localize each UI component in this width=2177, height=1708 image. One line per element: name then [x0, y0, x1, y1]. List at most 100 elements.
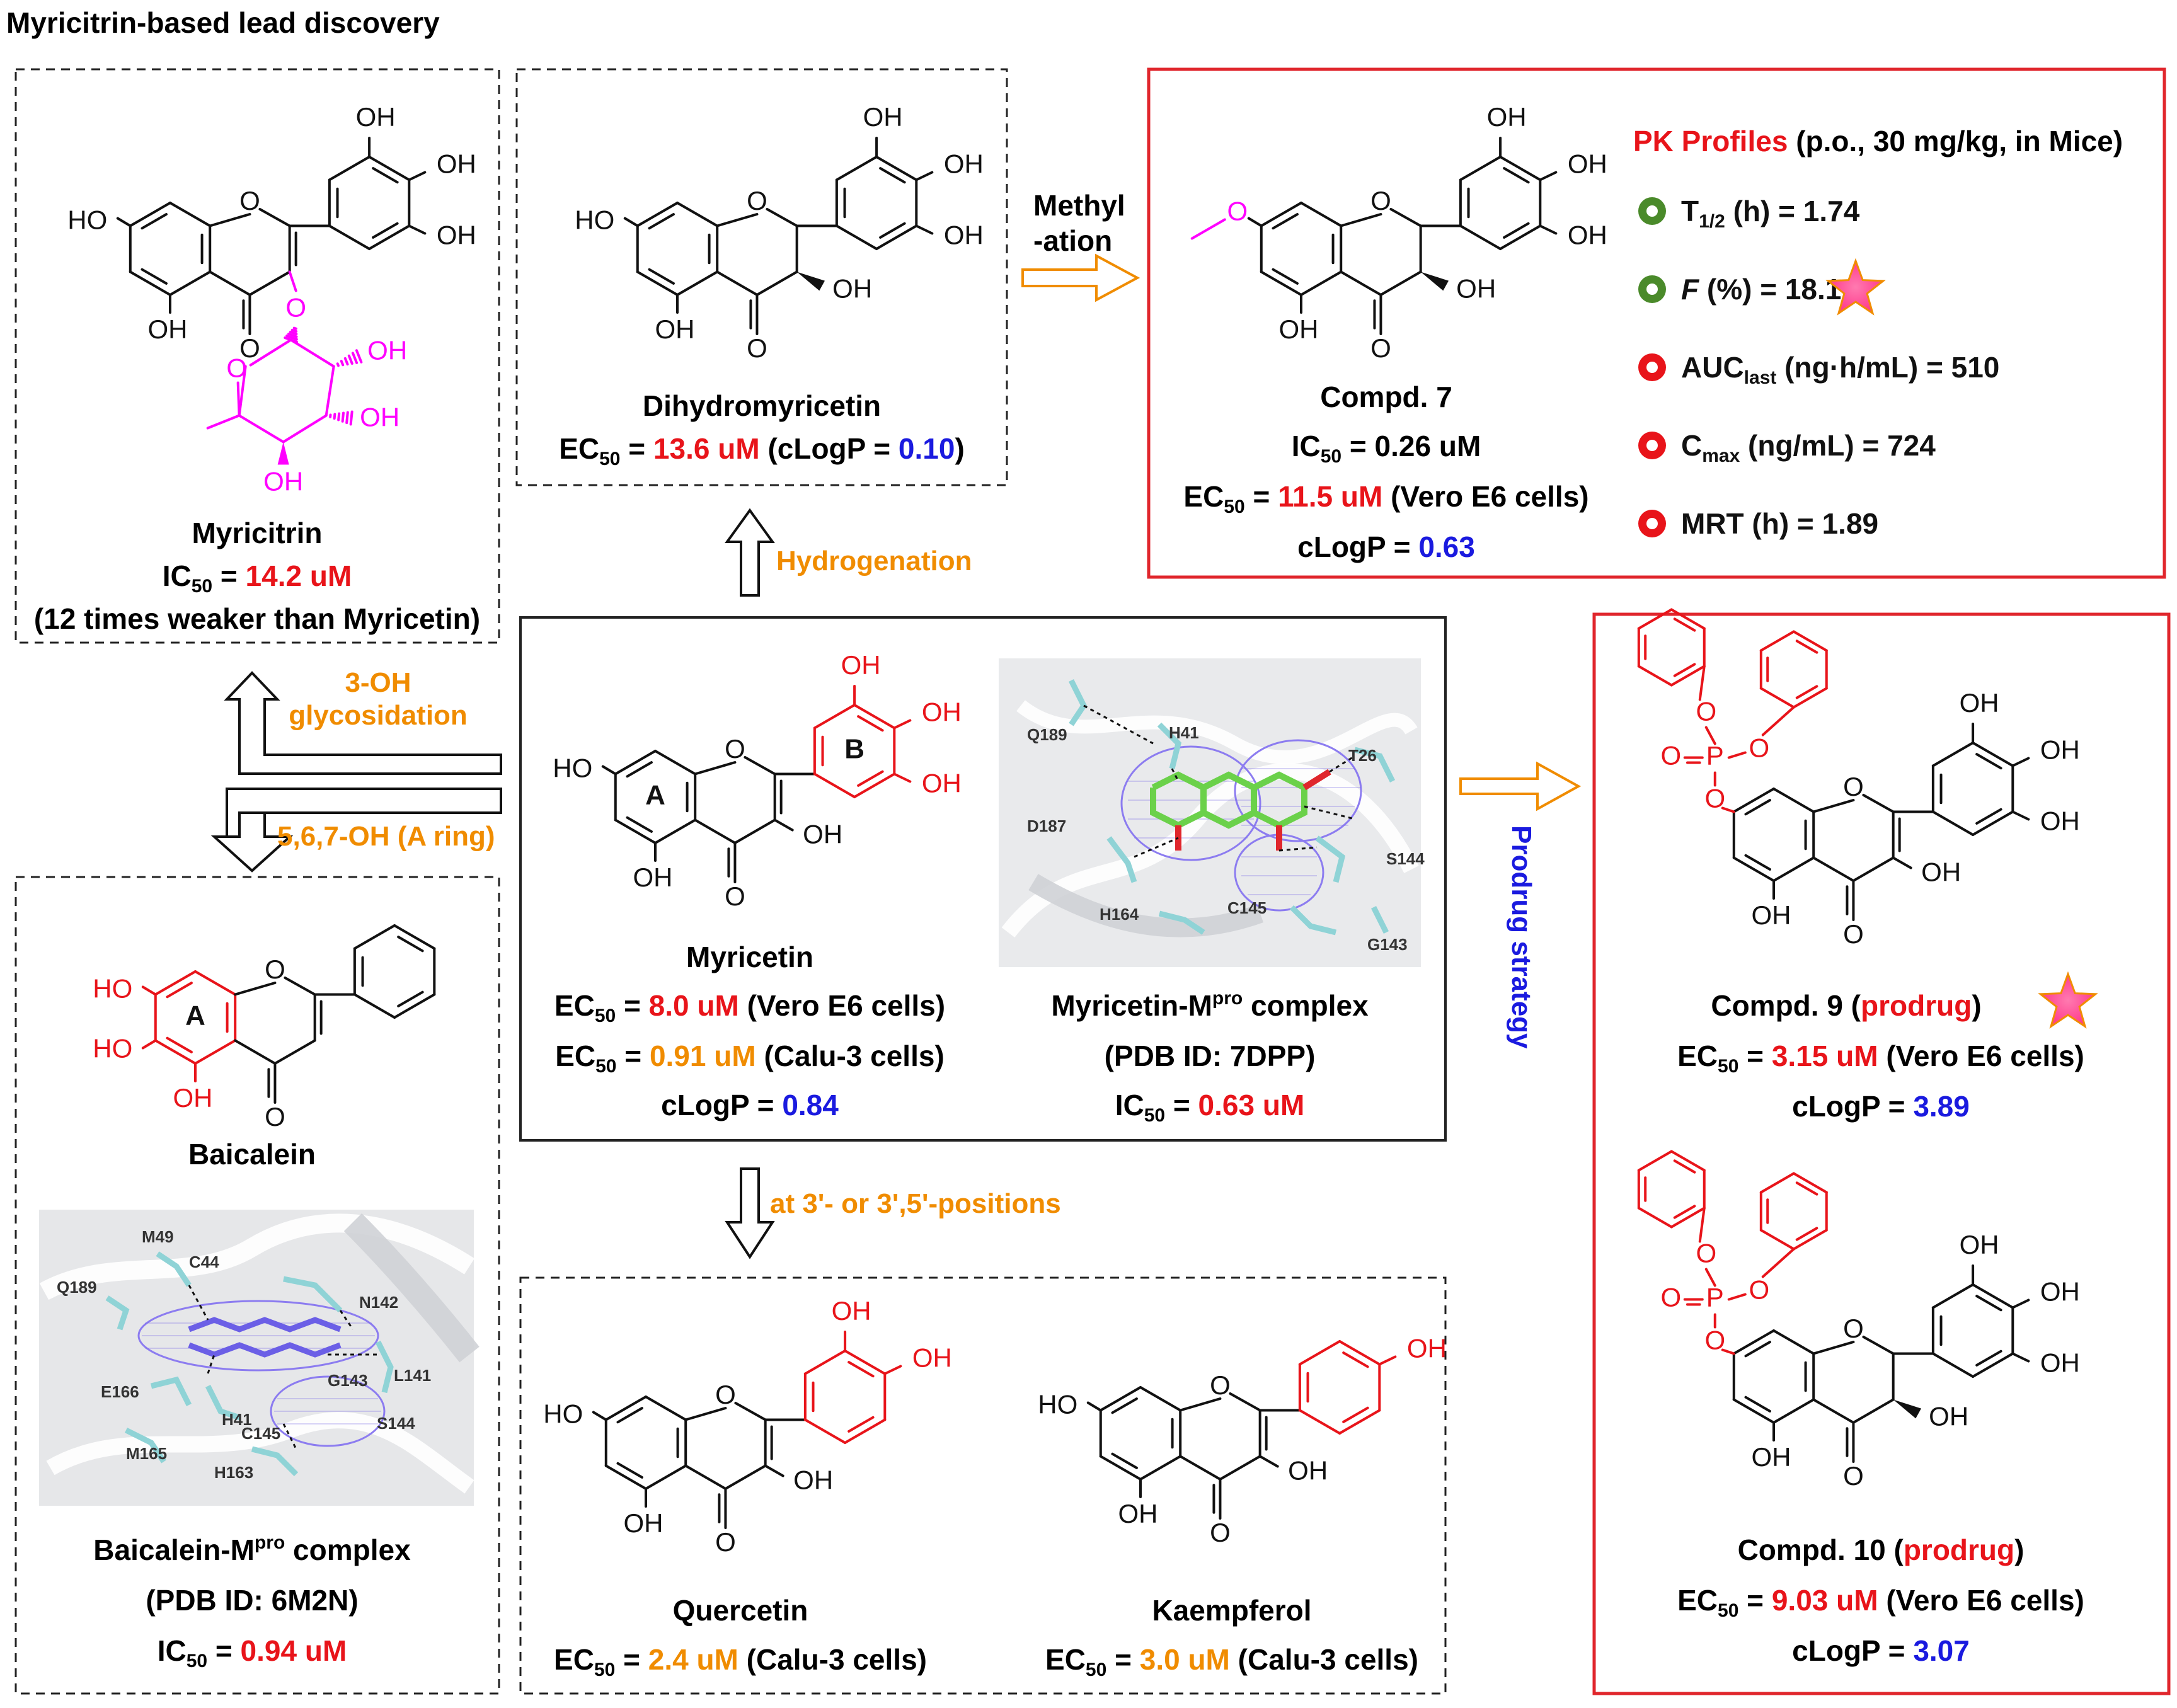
- bond: [1540, 226, 1556, 234]
- atom-label: O: [1696, 697, 1716, 726]
- atom-label: HO: [1038, 1390, 1077, 1419]
- baicalein-residue-g143: G143: [328, 1371, 368, 1390]
- bond: [1461, 226, 1500, 249]
- atom-label: OH: [633, 863, 673, 892]
- bond: [355, 995, 394, 1018]
- atom-label: OH: [1568, 149, 1607, 179]
- myricetin-residue-g143: G143: [1367, 935, 1408, 954]
- bond: [1639, 667, 1672, 685]
- bond: [1774, 1331, 1813, 1354]
- bond: [735, 820, 774, 844]
- methylation-arrow: [1023, 256, 1137, 300]
- atom-label: OH: [2040, 735, 2080, 765]
- bond: [235, 983, 275, 995]
- bond: [290, 272, 296, 291]
- bond: [1729, 753, 1745, 758]
- bond: [655, 820, 695, 844]
- atom-label: O: [1704, 1326, 1725, 1355]
- bond: [195, 1041, 235, 1064]
- baicalein-residue-c145: C145: [241, 1424, 280, 1443]
- bond: [238, 383, 239, 416]
- bond: [1774, 1400, 1813, 1423]
- kaempferol-ec50: EC50 = 3.0 uM (Calu-3 cells): [1045, 1643, 1418, 1680]
- aring-label: 5,6,7-OH (A ring): [277, 821, 495, 852]
- bond: [285, 978, 314, 995]
- atom-label: OH: [1568, 221, 1607, 250]
- atom-label: OH: [832, 1296, 871, 1326]
- bond: [1863, 795, 1893, 812]
- atom-label: OH: [1921, 857, 1961, 887]
- bond: [885, 1367, 900, 1374]
- atom-label: O: [1210, 1370, 1231, 1400]
- bond: [815, 774, 854, 798]
- baicalein-complex-ic50: IC50 = 0.94 uM: [158, 1634, 347, 1671]
- atom-label: OH: [1456, 274, 1496, 304]
- atom-label: OH: [1407, 1334, 1447, 1363]
- bond: [1180, 1399, 1220, 1411]
- bond: [894, 721, 910, 728]
- atom-label: O: [1370, 333, 1391, 363]
- pk-label-rest: (ng/mL) = 724: [1740, 429, 1936, 462]
- atom-label: HO: [553, 754, 592, 783]
- bond: [1774, 789, 1813, 812]
- bond: [2013, 759, 2028, 766]
- pk-item-4: MRT (h) = 1.89: [1681, 507, 1878, 540]
- atom-label: O: [1704, 784, 1725, 813]
- atom-label: OH: [1288, 1456, 1328, 1486]
- atom-label: OH: [803, 820, 842, 849]
- bond: [916, 173, 932, 180]
- glycosidation-label-2: glycosidation: [289, 700, 468, 731]
- bond: [686, 1408, 725, 1420]
- pk-label-rest: (%) = 18.1: [1699, 273, 1841, 306]
- atom-label: P: [1706, 1283, 1724, 1312]
- bond: [625, 219, 638, 226]
- atom-label: OH: [863, 102, 903, 132]
- bond: [655, 751, 695, 774]
- atom-label: OH: [2040, 1348, 2080, 1378]
- myricetin-complex-image: Q189 H41 T26 D187 S144 H164 C145 G143: [999, 658, 1425, 967]
- bond: [170, 272, 210, 295]
- atom-label: OH: [360, 403, 399, 432]
- compd7-ec50: EC50 = 11.5 uM (Vero E6 cells): [1183, 480, 1588, 517]
- atom-label: OH: [912, 1343, 952, 1373]
- bond: [677, 203, 717, 226]
- pk-label-sub: 1/2: [1699, 211, 1725, 232]
- atom-label: O: [725, 734, 745, 764]
- bond: [717, 214, 757, 226]
- bond: [143, 987, 156, 995]
- baicalein-residue-c44: C44: [189, 1252, 219, 1271]
- dihydromyricetin-ec50: EC50 = 13.6 uM (cLogP = 0.10): [559, 432, 965, 469]
- atom-label: OH: [2040, 806, 2080, 836]
- baicalein-residue-m49: M49: [142, 1227, 174, 1246]
- bond: [1140, 1387, 1180, 1411]
- bond: [275, 1041, 314, 1064]
- bond: [1192, 220, 1225, 239]
- compd7-name: Compd. 7: [1320, 381, 1452, 413]
- myricetin-residue-q189: Q189: [1027, 725, 1067, 744]
- bond: [695, 762, 735, 774]
- atom-label: O: [1749, 733, 1769, 763]
- bond: [210, 214, 250, 226]
- pk-label-main: C: [1681, 429, 1702, 462]
- bond: [1301, 203, 1341, 226]
- atom-label: HO: [93, 974, 132, 1004]
- bond: [603, 767, 616, 774]
- prodrug-strategy-label: Prodrug strategy: [1506, 825, 1537, 1049]
- bond: [1300, 1411, 1340, 1434]
- myricetin-complex-title: Myricetin-Mpro complex: [1051, 988, 1369, 1022]
- bond: [1813, 1400, 1853, 1423]
- bond: [326, 367, 334, 416]
- bond: [735, 1403, 765, 1420]
- bond: [775, 820, 793, 830]
- ring-a-label: A: [645, 780, 665, 811]
- bond: [1933, 1285, 1973, 1308]
- bond: [355, 926, 394, 949]
- bond: [143, 1041, 156, 1048]
- atom-label: OH: [1929, 1402, 1968, 1431]
- compd10-name: Compd. 10 (prodrug): [1738, 1533, 2025, 1566]
- atom-label: O: [715, 1380, 736, 1409]
- atom-label: OH: [793, 1465, 833, 1495]
